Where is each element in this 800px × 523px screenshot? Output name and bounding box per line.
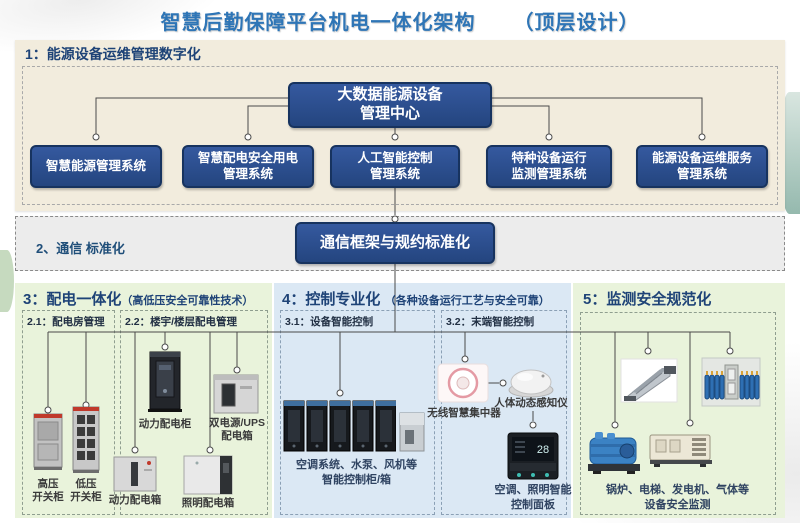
- section2-header: 2、通信 标准化: [36, 241, 125, 256]
- subsection-3-1: 3.1：设备智能控制: [280, 310, 435, 515]
- boiler-image: [587, 430, 645, 476]
- presence-sensor-image: [507, 366, 555, 398]
- system-box-special-equipment-label: 特种设备运行 监测管理系统: [511, 150, 587, 181]
- control-cabinets-caption: 空调系统、水泵、风机等 智能控制柜/箱: [296, 459, 417, 486]
- subsection-2-1: 2.1：配电房管理: [22, 310, 115, 515]
- lighting-distribution-box-label: 照明配电箱: [181, 497, 235, 509]
- system-box-power-safety-label: 智慧配电安全用电 管理系统: [197, 150, 298, 181]
- system-box-om-service: 能源设备运维服务 管理系统: [636, 145, 768, 188]
- section4-header: 4：控制专业化: [282, 291, 381, 308]
- gas-cylinder-manifold-image: [701, 357, 761, 407]
- system-box-energy-label: 智慧能源管理系统: [45, 158, 146, 173]
- system-box-special-equipment: 特种设备运行 监测管理系统: [486, 145, 612, 188]
- ups-distribution-box-image: [213, 374, 259, 414]
- center-management-box: 大数据能源设备 管理中心: [288, 82, 492, 128]
- control-cabinets-row-image: [283, 398, 397, 455]
- section1-tree-frame: [22, 66, 778, 205]
- wireless-hub-image: [437, 363, 489, 403]
- page-title-sub: （顶层设计）: [513, 12, 640, 34]
- hv-switchgear-image: [33, 413, 63, 471]
- page-title: 智慧后勤保障平台机电一体化架构 （顶层设计）: [0, 6, 800, 35]
- system-box-om-service-label: 能源设备运维服务 管理系统: [651, 150, 752, 181]
- subsection-3-2-label: 3.2：末端智能控制: [446, 316, 535, 328]
- thermostat-panel-image: 28: [507, 432, 559, 480]
- power-distribution-small-box-image: [113, 456, 157, 492]
- page-title-main: 智慧后勤保障平台机电一体化架构: [160, 12, 476, 34]
- system-box-ai-control-label: 人工智能控制 管理系统: [357, 150, 433, 181]
- thermostat-caption: 空调、照明智能 控制面板: [494, 484, 572, 511]
- comms-standard-box: 通信框架与规约标准化: [295, 222, 495, 264]
- lv-switchgear-label: 低压 开关柜: [70, 478, 102, 504]
- center-management-label: 大数据能源设备 管理中心: [337, 86, 443, 122]
- lv-switchgear-image: [72, 406, 100, 474]
- system-box-power-safety: 智慧配电安全用电 管理系统: [182, 145, 314, 188]
- escalator-image: [620, 358, 678, 403]
- subsection-2-2-label: 2.2：楼宇/楼层配电管理: [125, 316, 238, 328]
- presence-sensor-label: 人体动态感知仪: [494, 397, 568, 409]
- comms-standard-label: 通信框架与规约标准化: [319, 233, 470, 251]
- wireless-hub-label: 无线智慧集中器: [427, 407, 501, 419]
- small-control-box-image: [399, 412, 425, 452]
- generator-image: [648, 432, 716, 468]
- subsection-2-2: 2.2：楼宇/楼层配电管理: [120, 310, 268, 515]
- subsection-3-1-label: 3.1：设备智能控制: [285, 316, 374, 328]
- power-distribution-small-box-label: 动力配电箱: [108, 494, 162, 506]
- section5-caption: 锅炉、电梯、发电机、气体等 设备安全监测: [606, 484, 749, 511]
- lighting-distribution-box-image: [183, 455, 233, 495]
- section1-header: 1：能源设备运维管理数字化: [25, 46, 201, 62]
- section3-header: 3：配电一体化: [23, 291, 122, 308]
- power-distribution-cabinet-image: [143, 351, 187, 413]
- subsection-2-1-label: 2.1：配电房管理: [27, 316, 105, 328]
- power-distribution-cabinet-label: 动力配电柜: [138, 418, 192, 430]
- section3-header-note: （高低压安全可靠性技术）: [121, 295, 254, 307]
- ups-distribution-box-label: 双电源/UPS 配电箱: [208, 417, 265, 443]
- thermostat-reading: 28: [537, 444, 549, 456]
- hv-switchgear-label: 高压 开关柜: [32, 478, 64, 504]
- section4-header-note: （各种设备运行工艺与安全可靠）: [384, 295, 550, 307]
- system-box-ai-control: 人工智能控制 管理系统: [330, 145, 460, 188]
- decorative-swoosh: [0, 250, 14, 312]
- section5-header: 5：监测安全规范化: [583, 291, 712, 308]
- system-box-energy: 智慧能源管理系统: [30, 145, 162, 188]
